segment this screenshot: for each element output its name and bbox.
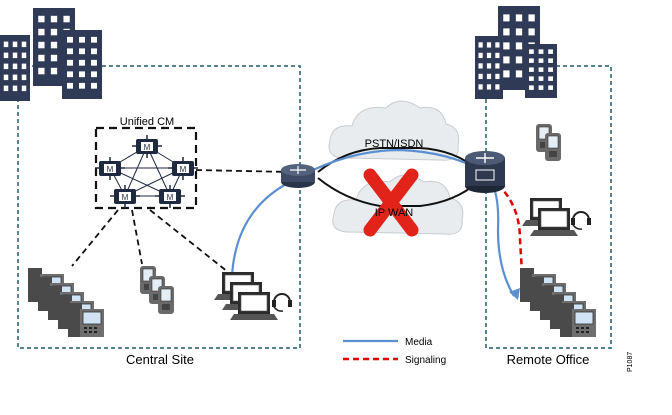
wireless-phone-icon <box>139 265 175 315</box>
media-path <box>230 148 515 297</box>
office-building-icon <box>0 8 102 101</box>
router-icon <box>465 151 505 193</box>
signaling-path <box>489 176 524 273</box>
ip-phone-icon <box>27 267 105 338</box>
pstn-cloud <box>328 100 460 161</box>
unified-cm-cluster <box>94 126 199 210</box>
ip-phone-icon <box>519 267 597 338</box>
remote-office-label: Remote Office <box>507 352 590 367</box>
ip-wan-label: IP WAN <box>375 207 414 219</box>
laptop-softphone-icon <box>213 271 279 321</box>
figure-id: P1087 <box>627 352 634 372</box>
remote-office-border <box>485 65 612 349</box>
central-site-label: Central Site <box>126 352 194 367</box>
legend-media-label: Media <box>405 337 433 348</box>
laptop-softphone-icon <box>521 197 579 237</box>
headset-icon <box>570 211 592 231</box>
pstn-label: PSTN/ISDN <box>365 138 424 150</box>
central-site-border <box>17 65 301 349</box>
signaling-lines-central <box>71 169 291 273</box>
office-building-icon <box>475 6 557 99</box>
wireless-phone-icon <box>535 123 562 162</box>
legend-signaling-label: Signaling <box>405 355 446 366</box>
headset-icon <box>271 293 293 313</box>
legend: Media Signaling <box>343 337 446 366</box>
unified-cm-label: Unified CM <box>120 116 174 128</box>
router-icon <box>281 164 315 188</box>
media-arrow <box>509 288 520 300</box>
wan-failure-x <box>363 168 419 237</box>
